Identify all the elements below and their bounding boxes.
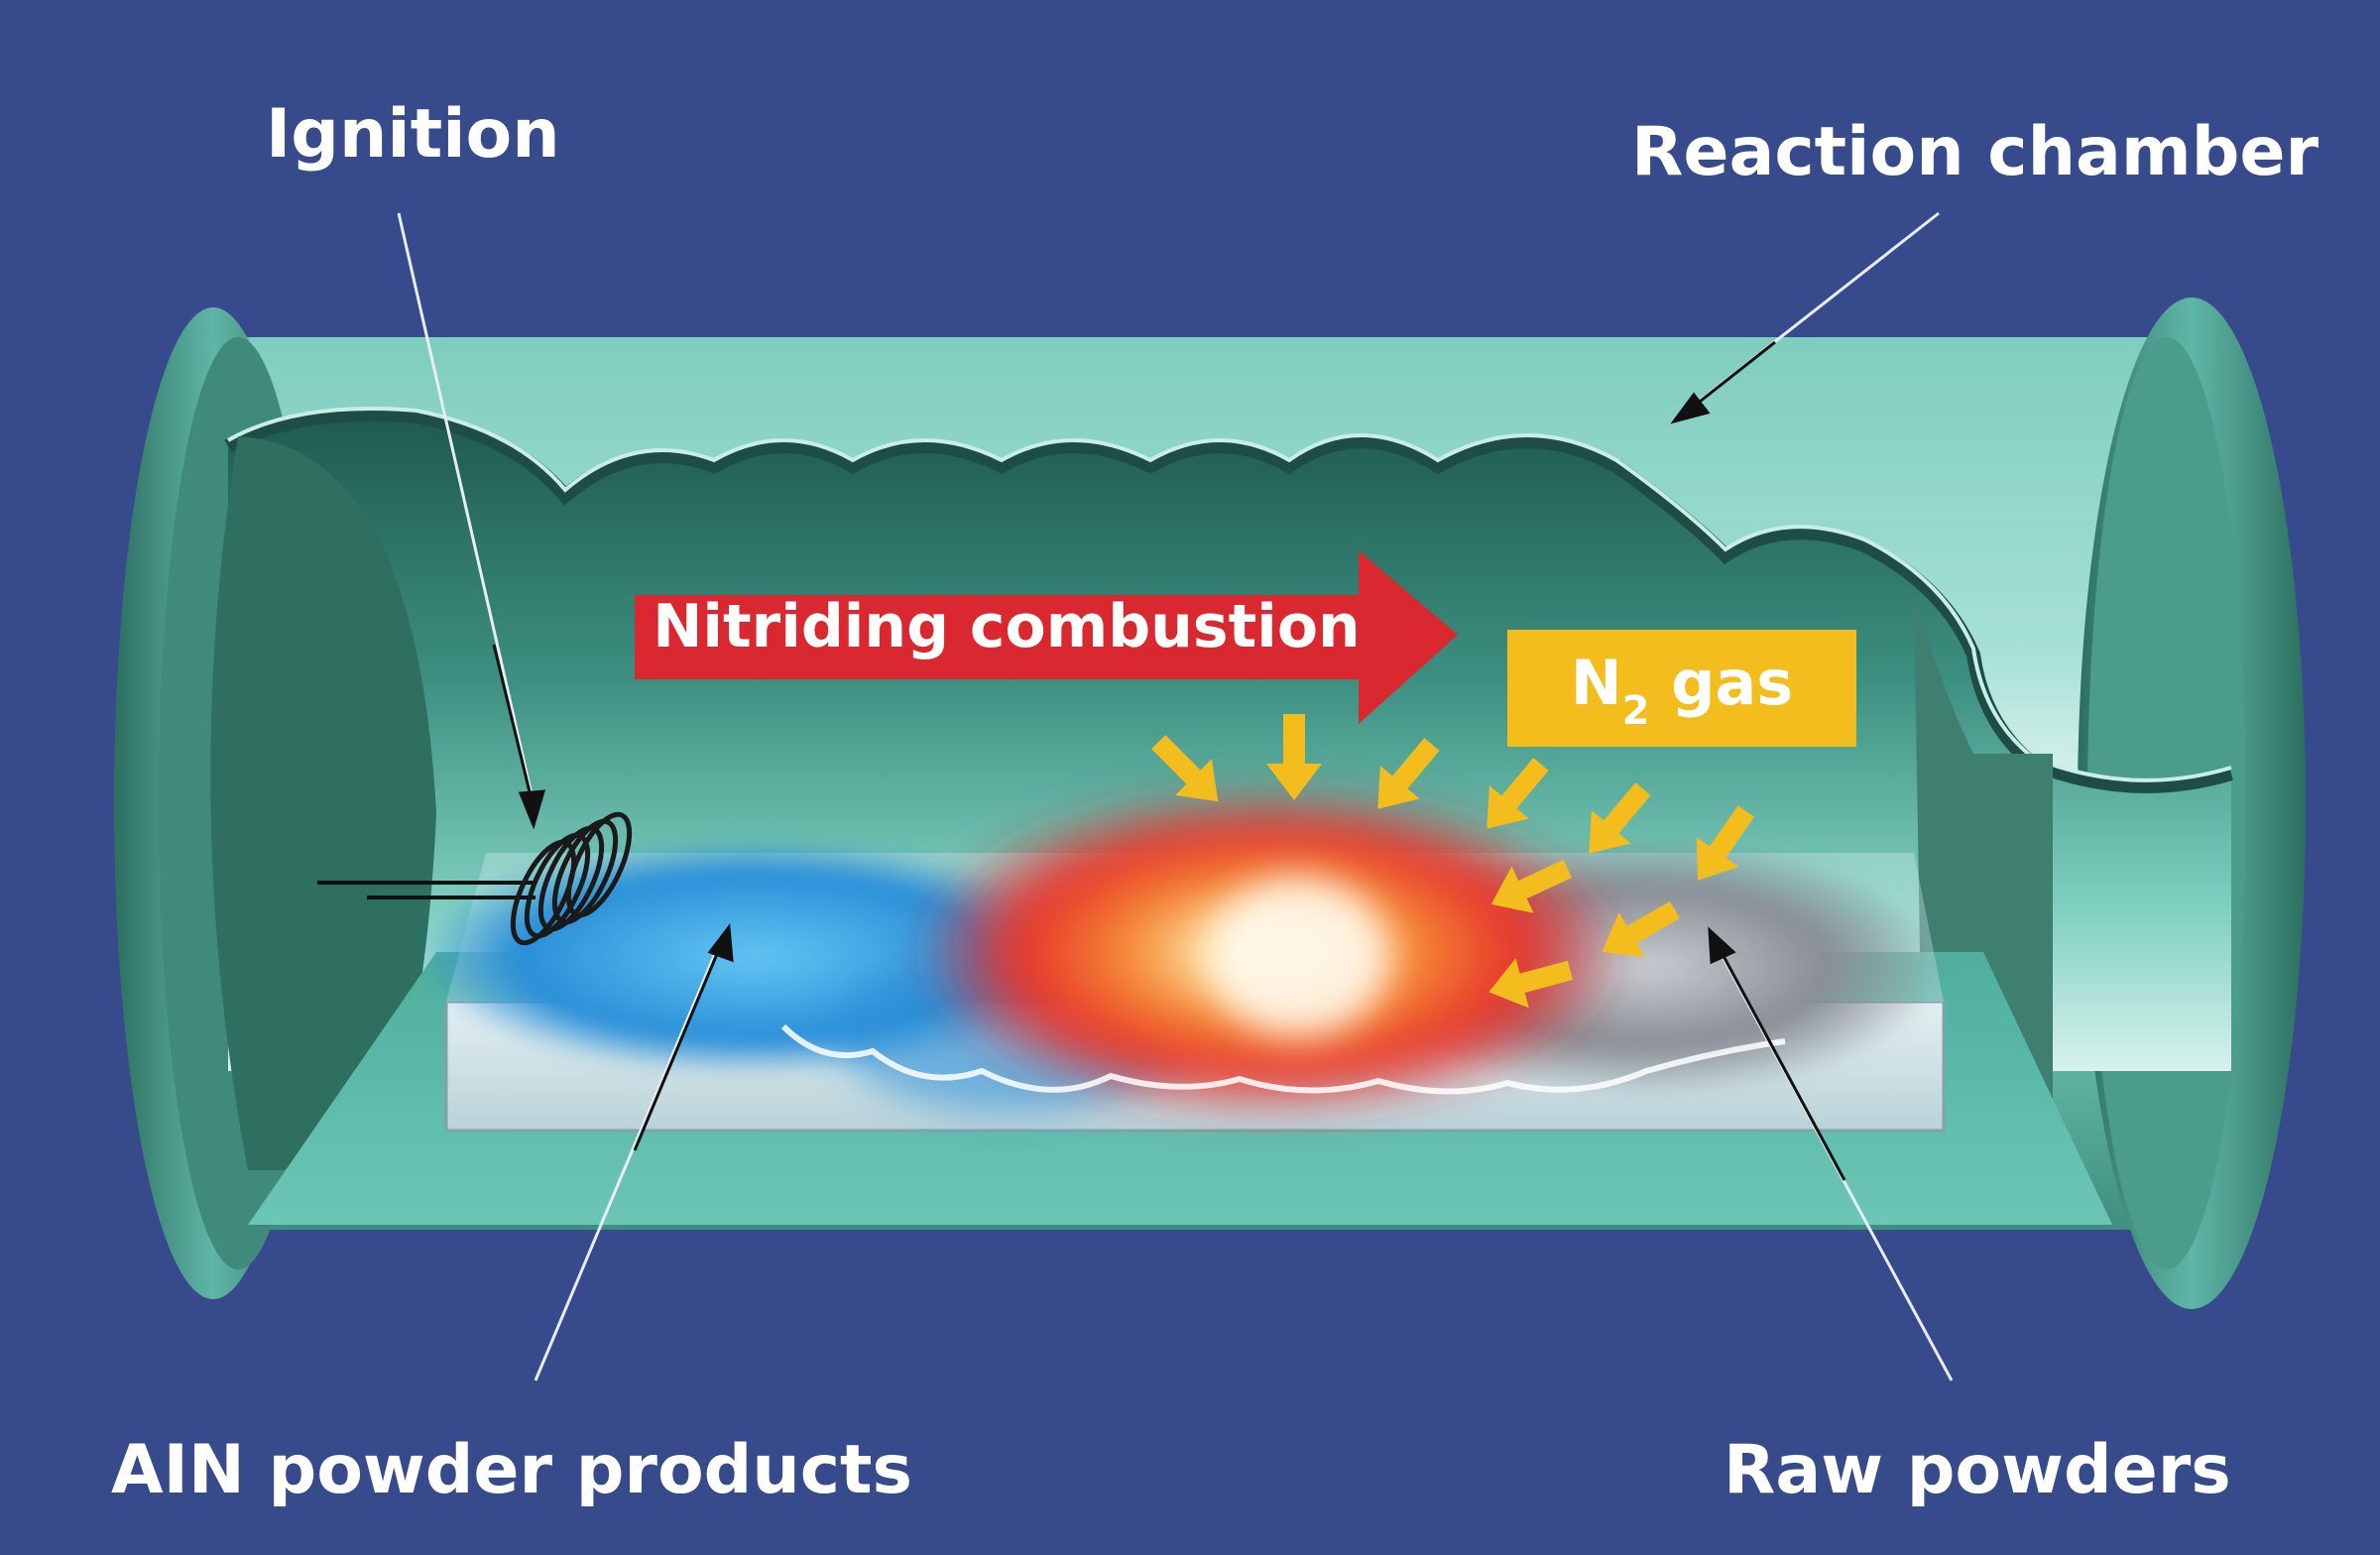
n2-arrow: [1266, 714, 1322, 800]
ignition-leader: [397, 212, 536, 804]
nitriding-combustion-arrow: Nitriding combustion: [635, 550, 1458, 724]
n2-arrow: [1490, 859, 1573, 913]
n2-arrow: [1696, 805, 1755, 881]
n2-arrow: [1487, 758, 1549, 829]
svg-text:N2 gas: N2 gas: [1571, 647, 1793, 734]
left-end-wall: [210, 436, 436, 1170]
n2-arrow: [1602, 900, 1680, 958]
product-leader: [534, 936, 724, 1381]
ignition-coil: [317, 811, 633, 946]
raw-powder-label: Raw powders: [1724, 1431, 2231, 1509]
gas-word: gas: [1650, 647, 1794, 719]
ignition-label: Ignition: [266, 95, 560, 174]
reaction-chamber-label: Reaction chamber: [1631, 113, 2320, 191]
n2-arrow: [1488, 958, 1574, 1009]
n2-arrow: [1151, 735, 1219, 802]
arrow-label: Nitriding combustion: [653, 592, 1361, 661]
n2-gas-box: N2 gas: [1507, 630, 1856, 747]
gas-subscript: 2: [1622, 688, 1650, 734]
n2-flow-arrows: [1151, 714, 1755, 1009]
leader-lines: [397, 211, 1954, 1381]
gas-symbol: N: [1571, 647, 1622, 719]
n2-arrow: [1377, 738, 1440, 809]
product-label: AIN powder products: [111, 1431, 912, 1509]
n2-arrow: [1589, 782, 1651, 854]
